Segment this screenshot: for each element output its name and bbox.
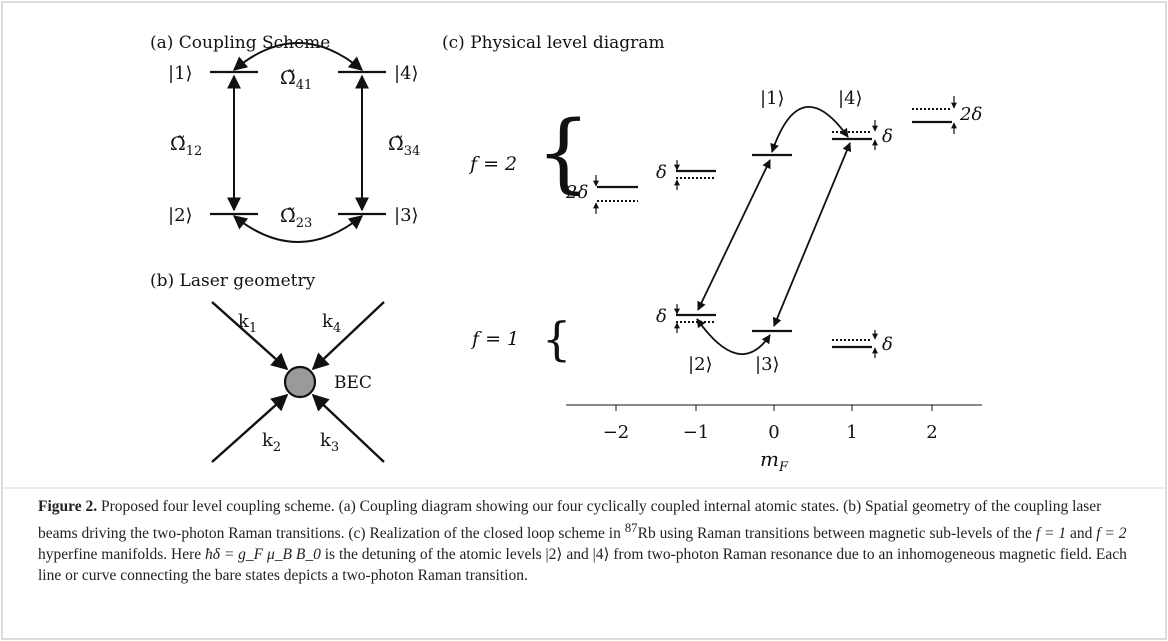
tick-label-minus-1: −1 <box>683 422 710 443</box>
omega-41-label: Ω̃41 <box>280 67 312 93</box>
caption-text-1: Proposed four level coupling scheme. (a)… <box>38 498 1102 543</box>
caption-text-2: Rb using Raman transitions between magne… <box>637 525 1036 543</box>
manifold-f2-label: f = 2 <box>468 153 517 175</box>
mf-axis-ticks <box>615 405 933 411</box>
k1-label: k1 <box>238 311 257 336</box>
beam-k3-arrow <box>311 393 385 463</box>
k4-label: k4 <box>322 311 341 336</box>
delta-f1-left-label: δ <box>656 306 667 327</box>
caption-f2: f = 2 <box>1096 525 1127 543</box>
beam-k4-arrow <box>311 301 385 371</box>
panel-c-title: (c) Physical level diagram <box>442 33 665 53</box>
tick-label-1: 1 <box>846 422 857 443</box>
figure-caption: Figure 2. Proposed four level coupling s… <box>38 496 1134 630</box>
panel-b-laser-geometry: (b) Laser geometry k1 k4 k2 k3 BEC <box>150 271 385 463</box>
caption-and: and <box>1066 525 1097 543</box>
tick-label-0: 0 <box>768 422 779 443</box>
state-2-label: |2⟩ <box>168 205 193 226</box>
coupling-23-curve <box>232 215 364 243</box>
c-state-4-label: |4⟩ <box>838 88 863 109</box>
delta-f1-right-label: δ <box>882 334 893 355</box>
caption-label: Figure 2. <box>38 498 98 515</box>
panel-a-title: (a) Coupling Scheme <box>150 33 330 53</box>
k2-label: k2 <box>262 430 281 455</box>
coupling-41-curve <box>232 42 364 71</box>
manifold-f1-label: f = 1 <box>470 328 519 350</box>
state-1-label: |1⟩ <box>168 63 193 84</box>
beam-k1-arrow <box>211 301 289 371</box>
panel-c-level-diagram: (c) Physical level diagram f = 2 { f = 1… <box>442 33 982 475</box>
delta-right-label: δ <box>882 126 893 147</box>
manifold-f2-brace: { <box>536 103 591 203</box>
bec-circle <box>283 365 317 399</box>
transition-1-2-arrow <box>697 159 771 311</box>
c-state-1-label: |1⟩ <box>760 88 785 109</box>
omega-23-label: Ω̃23 <box>280 205 312 231</box>
transition-1-4-curve <box>770 106 849 153</box>
transition-4-3-arrow <box>772 142 852 327</box>
caption-formula: ħδ = g_F μ_B B_0 <box>205 546 321 564</box>
omega-34-label: Ω̃34 <box>388 133 420 159</box>
caption-text-4: is the detuning of the atomic levels |2⟩… <box>38 546 1127 585</box>
manifold-f1-brace: { <box>542 312 571 366</box>
c-state-3-label: |3⟩ <box>755 354 780 375</box>
two-delta-left-label: 2δ <box>565 182 588 203</box>
omega-12-label: Ω̃12 <box>170 133 202 159</box>
bec-label: BEC <box>334 373 372 393</box>
caption-isotope-mass: 87 <box>624 520 638 535</box>
panel-b-title: (b) Laser geometry <box>150 271 316 291</box>
state-3-label: |3⟩ <box>394 205 419 226</box>
k3-label: k3 <box>320 430 339 455</box>
two-delta-right-label: 2δ <box>959 104 982 125</box>
state-4-label: |4⟩ <box>394 63 419 84</box>
c-state-2-label: |2⟩ <box>688 354 713 375</box>
panel-a-coupling-scheme: (a) Coupling Scheme |1⟩ |4⟩ |2⟩ |3⟩ Ω̃41… <box>150 33 420 243</box>
delta-left-label: δ <box>656 162 667 183</box>
caption-text-3: hyperfine manifolds. Here <box>38 546 205 564</box>
tick-label-minus-2: −2 <box>603 422 630 443</box>
caption-f1: f = 1 <box>1035 525 1067 543</box>
transition-2-3-curve <box>696 318 771 355</box>
mf-axis-label: mF <box>760 447 789 475</box>
beam-k2-arrow <box>211 393 289 463</box>
tick-label-2: 2 <box>926 422 937 443</box>
delta-markers <box>593 96 957 358</box>
